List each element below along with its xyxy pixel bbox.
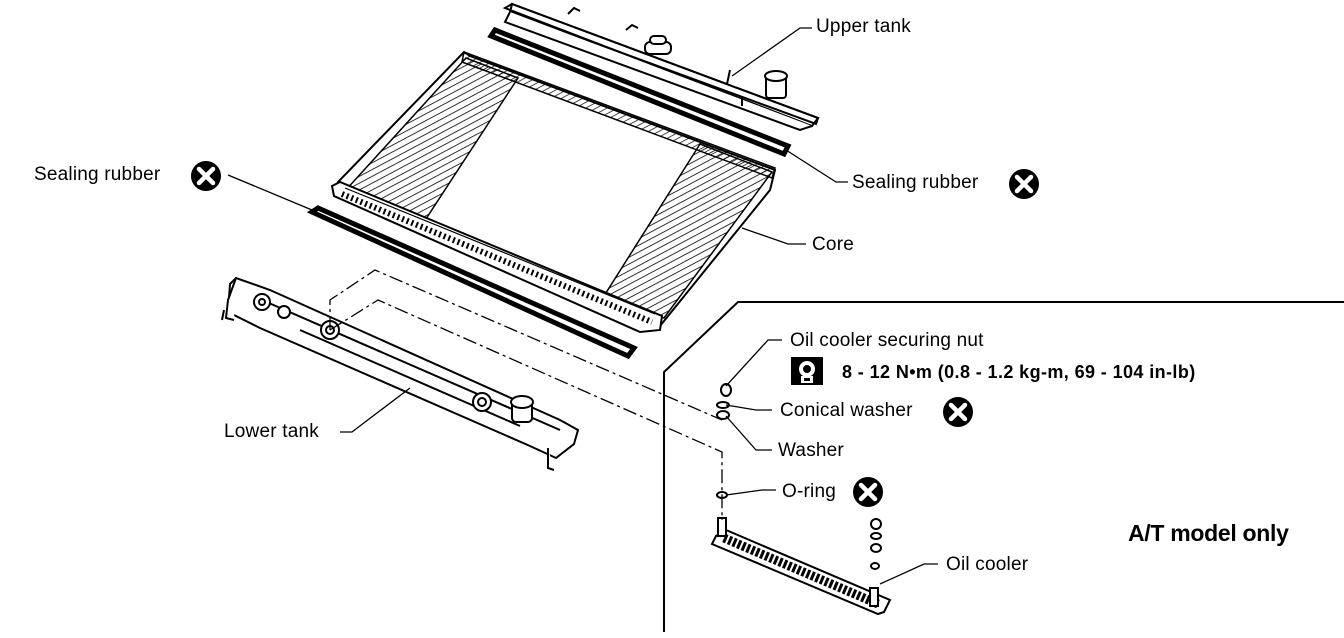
circle-x-icon — [943, 397, 973, 427]
label-at-model-only: A/T model only — [1128, 520, 1289, 546]
label-oil-cooler-nut: Oil cooler securing nut — [790, 330, 984, 351]
label-torque-spec: 8 - 12 N•m (0.8 - 1.2 kg-m, 69 - 104 in-… — [842, 362, 1196, 382]
at-model-boundary — [663, 301, 1344, 632]
circle-x-icon — [191, 161, 221, 191]
label-conical-washer: Conical washer — [780, 400, 913, 421]
leader-lines — [227, 27, 938, 585]
circle-x-icon — [853, 477, 883, 507]
label-core: Core — [812, 234, 854, 255]
label-sealing-rubber-right: Sealing rubber — [852, 172, 979, 193]
label-o-ring: O-ring — [782, 481, 836, 502]
torque-wrench-icon — [791, 357, 823, 385]
lower-sealing-rubber — [306, 205, 638, 360]
label-lower-tank: Lower tank — [224, 421, 319, 442]
upper-tank — [502, 2, 820, 132]
label-sealing-rubber-left: Sealing rubber — [34, 164, 161, 185]
alignment-lines — [329, 269, 723, 520]
label-oil-cooler: Oil cooler — [946, 554, 1029, 575]
label-washer: Washer — [778, 440, 844, 461]
oil-cooler — [710, 517, 892, 616]
label-upper-tank: Upper tank — [816, 16, 911, 37]
lower-tank — [221, 276, 580, 471]
radiator-core — [330, 50, 777, 334]
circle-x-icon — [1009, 169, 1039, 199]
upper-sealing-rubber — [487, 26, 792, 158]
